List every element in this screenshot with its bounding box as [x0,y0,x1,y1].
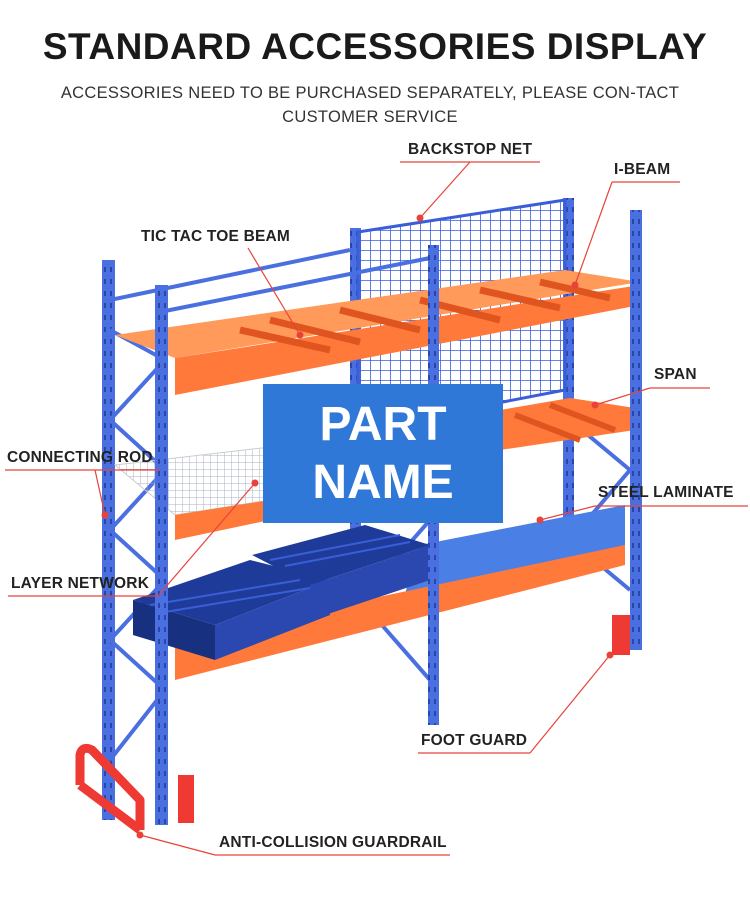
part-name-line2: NAME [312,455,454,509]
page-title: STANDARD ACCESSORIES DISPLAY [42,26,708,67]
label-backstop-net: BACKSTOP NET [408,141,533,158]
label-i-beam: I-BEAM [614,161,671,178]
part-name-overlay: PART NAME [263,384,503,523]
page-subtitle: ACCESSORIES NEED TO BE PURCHASED SEPARAT… [60,84,680,126]
top-shelf [115,270,640,395]
label-layer-network: LAYER NETWORK [11,575,150,592]
label-anti-collision-guardrail: ANTI-COLLISION GUARDRAIL [219,834,447,851]
label-tic-tac-toe-beam: TIC TAC TOE BEAM [141,228,291,245]
foot-guards [178,615,630,823]
callout-lines [5,161,748,856]
label-foot-guard: FOOT GUARD [421,732,528,749]
bottom-shelf [175,505,625,680]
part-name-line1: PART [319,397,447,451]
callout-dots [101,214,614,839]
label-connecting-rod: CONNECTING ROD [7,449,153,466]
anti-collision-guardrail [75,743,145,834]
pallets [133,525,430,660]
label-steel-laminate: STEEL LAMINATE [598,484,734,501]
label-span: SPAN [654,366,697,383]
